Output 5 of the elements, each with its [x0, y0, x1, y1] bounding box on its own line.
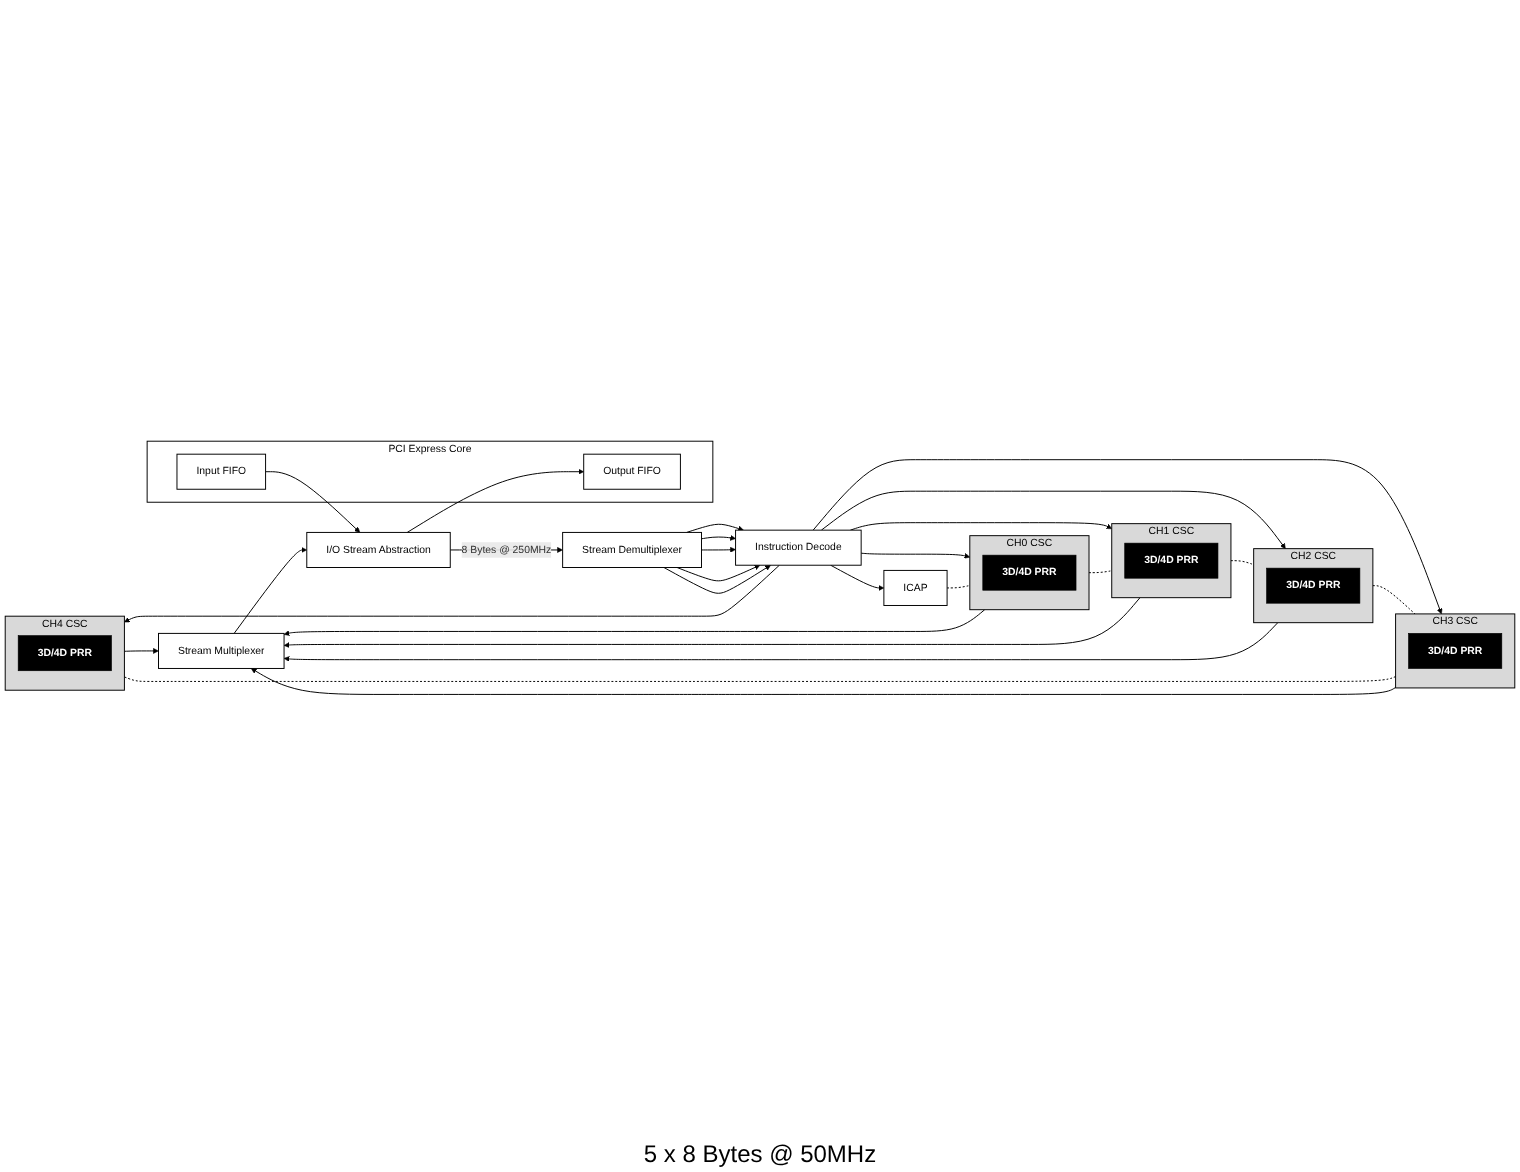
connector	[1230, 560, 1255, 566]
connector	[1088, 570, 1113, 574]
connector	[946, 585, 971, 589]
note-text: 5 x 8 Bytes @ 50MHz	[643, 1140, 877, 1168]
connector	[1372, 585, 1416, 615]
